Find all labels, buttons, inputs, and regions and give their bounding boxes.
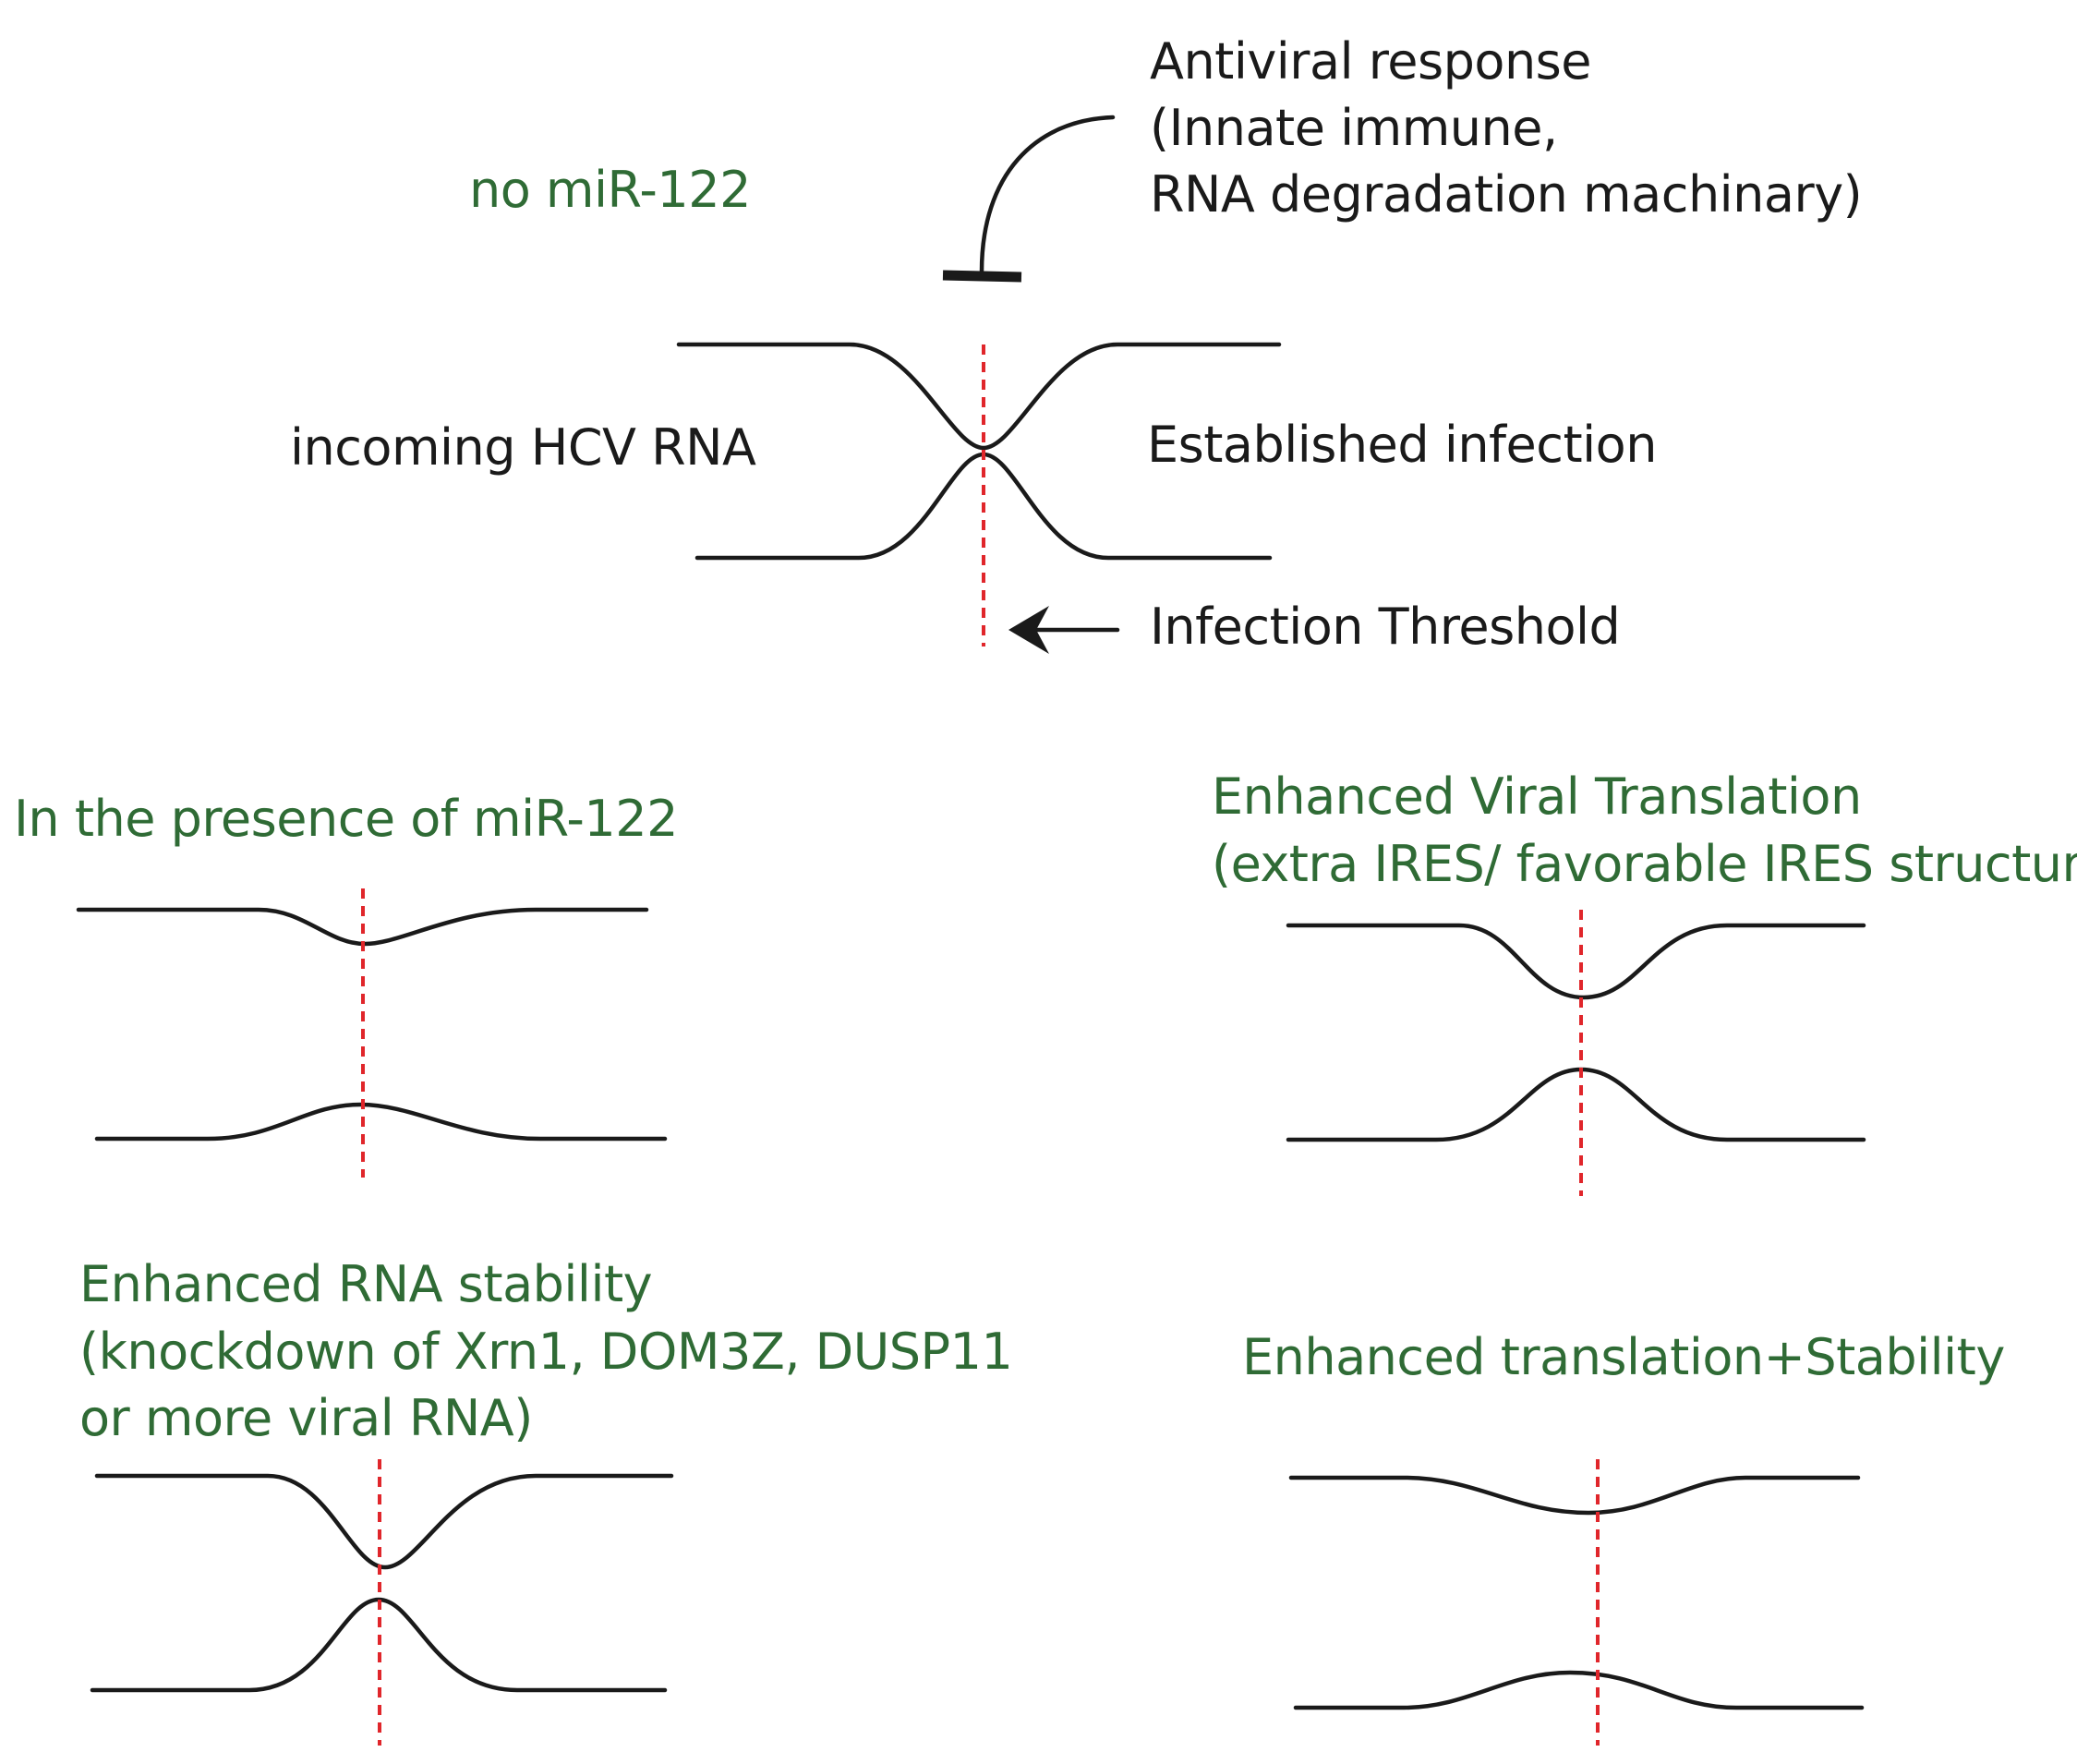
panel-no-mir122 bbox=[676, 115, 1282, 654]
presence-mir122-label: In the presence of miR-122 bbox=[14, 790, 678, 848]
panel-presence-mir122 bbox=[76, 888, 668, 1178]
combined-lower-curve bbox=[1293, 1670, 1865, 1710]
no-mir122-label: no miR-122 bbox=[469, 161, 751, 219]
antiviral-response-line1: Antiviral response bbox=[1150, 32, 1592, 91]
inhibition-bar bbox=[942, 270, 1022, 283]
enhanced-translation-line1: Enhanced Viral Translation bbox=[1212, 767, 1862, 826]
incoming-hcv-rna-label: incoming HCV RNA bbox=[290, 418, 756, 477]
translation-upper-curve bbox=[1286, 923, 1866, 1000]
antiviral-response-line3: RNA degradation machinary) bbox=[1150, 165, 1863, 224]
threshold-arrowhead bbox=[1008, 606, 1049, 654]
enhanced-stability-line3: or more viral RNA) bbox=[79, 1389, 533, 1447]
mir122-lower-curve bbox=[94, 1102, 668, 1142]
enhanced-stability-line1: Enhanced RNA stability bbox=[79, 1255, 653, 1313]
stability-upper-curve bbox=[94, 1473, 674, 1570]
mir122-upper-curve bbox=[76, 907, 649, 947]
panel-enhanced-translation bbox=[1286, 910, 1866, 1196]
antiviral-response-line2: (Innate immune, bbox=[1150, 99, 1558, 157]
panel-enhanced-stability bbox=[90, 1459, 674, 1746]
enhanced-stability-line2: (knockdown of Xrn1, DOM3Z, DUSP11 bbox=[79, 1323, 1013, 1381]
enhanced-translation-line2: (extra IRES/ favorable IRES structure) bbox=[1212, 835, 2077, 893]
panel-translation-stability bbox=[1288, 1459, 1865, 1746]
combined-upper-curve bbox=[1288, 1475, 1861, 1516]
enhanced-translation-stability-label: Enhanced translation+Stability bbox=[1242, 1328, 2005, 1386]
antiviral-inhibition-arc bbox=[979, 115, 1116, 274]
established-infection-label: Established infection bbox=[1147, 416, 1657, 474]
translation-lower-curve bbox=[1286, 1067, 1866, 1142]
infection-threshold-label: Infection Threshold bbox=[1150, 598, 1621, 656]
main-upper-curve bbox=[676, 342, 1282, 451]
